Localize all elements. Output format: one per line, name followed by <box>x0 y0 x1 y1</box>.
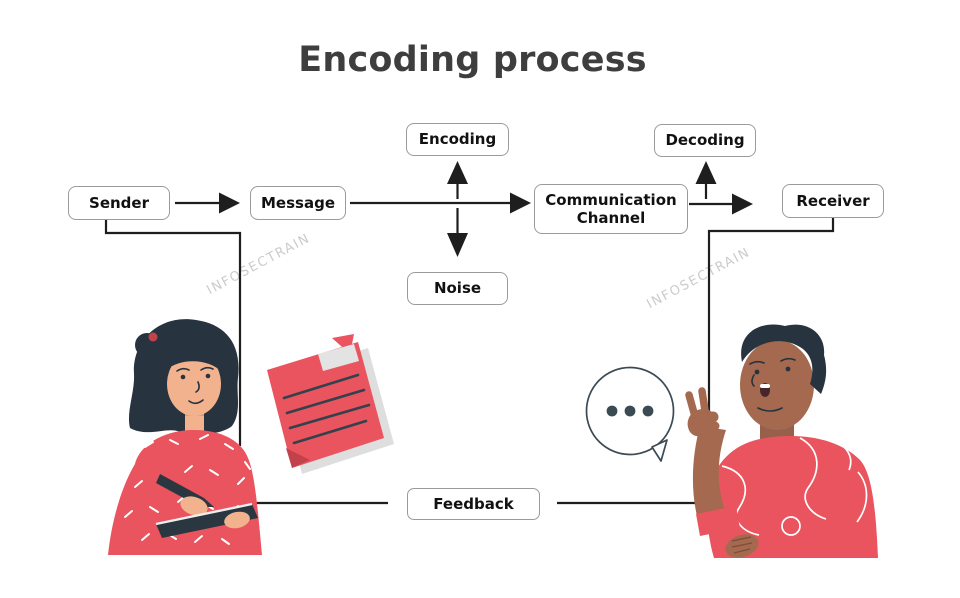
holding-hand <box>224 511 250 529</box>
eye <box>205 373 211 379</box>
arrowhead-icon <box>447 161 468 184</box>
speech-bubble-icon <box>585 366 675 462</box>
note-text-lines <box>282 373 371 445</box>
woman-face-features <box>176 366 214 405</box>
eye <box>754 369 760 375</box>
node-noise: Noise <box>407 272 508 305</box>
node-encoding: Encoding <box>406 123 509 156</box>
shirt-pattern <box>721 437 868 536</box>
sender-person-illustration <box>108 319 262 555</box>
note-paper <box>267 342 384 468</box>
arrowhead-icon <box>447 233 468 257</box>
bubble-tail <box>651 439 668 462</box>
man-shirt <box>707 436 878 558</box>
bubble-dots <box>606 405 654 417</box>
writing-hand <box>180 496 208 516</box>
clipboard <box>156 504 258 538</box>
teeth <box>760 384 770 388</box>
clipboard-edge <box>155 502 253 526</box>
arrowhead-icon <box>510 192 531 214</box>
raised-hand <box>685 387 720 437</box>
receiver-person-illustration <box>685 324 878 558</box>
sleeve-cuff <box>696 506 740 536</box>
line-sender-feedback <box>104 220 242 446</box>
node-feedback: Feedback <box>407 488 540 520</box>
eye <box>785 366 791 372</box>
waist-hand-fingers <box>731 536 753 554</box>
hair-tie <box>148 332 158 342</box>
node-communication-channel: Communication Channel <box>534 184 688 234</box>
eye <box>180 374 186 380</box>
man-face <box>740 340 814 430</box>
arrowhead-icon <box>732 193 753 215</box>
node-message: Message <box>250 186 346 220</box>
arrowhead-icon <box>219 192 240 214</box>
line-receiver-feedback <box>707 218 835 417</box>
sticky-note-icon <box>267 334 394 474</box>
raised-forearm <box>692 426 728 520</box>
node-decoding: Decoding <box>654 124 756 157</box>
tape-icon <box>318 344 359 371</box>
man-face-features <box>749 357 796 412</box>
node-receiver: Receiver <box>782 184 884 218</box>
woman-bangs <box>166 350 222 372</box>
note-fold <box>286 448 310 468</box>
node-sender: Sender <box>68 186 170 220</box>
page-title: Encoding process <box>298 40 647 80</box>
arrowhead-icon <box>695 161 717 184</box>
man-hair <box>741 324 827 394</box>
